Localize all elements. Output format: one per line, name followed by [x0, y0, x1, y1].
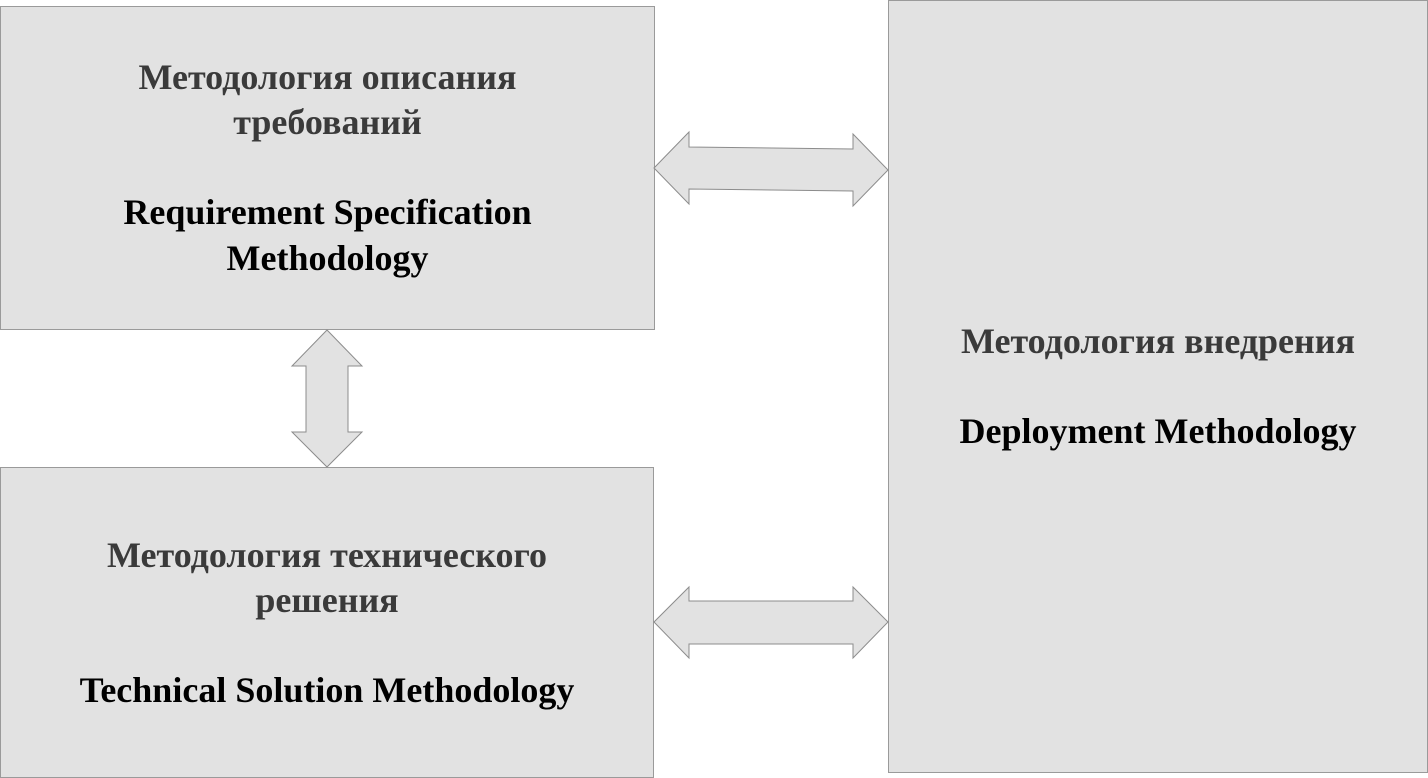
requirement-methodology-box: Методология описания требований Requirem…: [0, 6, 655, 330]
double-arrow-requirement-deployment: [653, 130, 889, 208]
technical-title-ru: Методология технического решения: [107, 534, 547, 620]
requirement-title-ru: Методология описания требований: [138, 57, 517, 142]
deployment-title-en: Deployment Methodology: [959, 411, 1357, 451]
deployment-title-ru: Методология внедрения: [960, 321, 1355, 361]
double-arrow-requirement-technical: [290, 329, 364, 468]
technical-title-en: Technical Solution Methodology: [79, 669, 575, 710]
deployment-methodology-box: Методология внедрения Deployment Methodo…: [888, 0, 1428, 773]
double-arrow-technical-deployment: [653, 585, 889, 660]
requirement-title-en: Requirement Specification Methodology: [123, 192, 532, 278]
technical-solution-methodology-box: Методология технического решения Technic…: [0, 467, 654, 778]
